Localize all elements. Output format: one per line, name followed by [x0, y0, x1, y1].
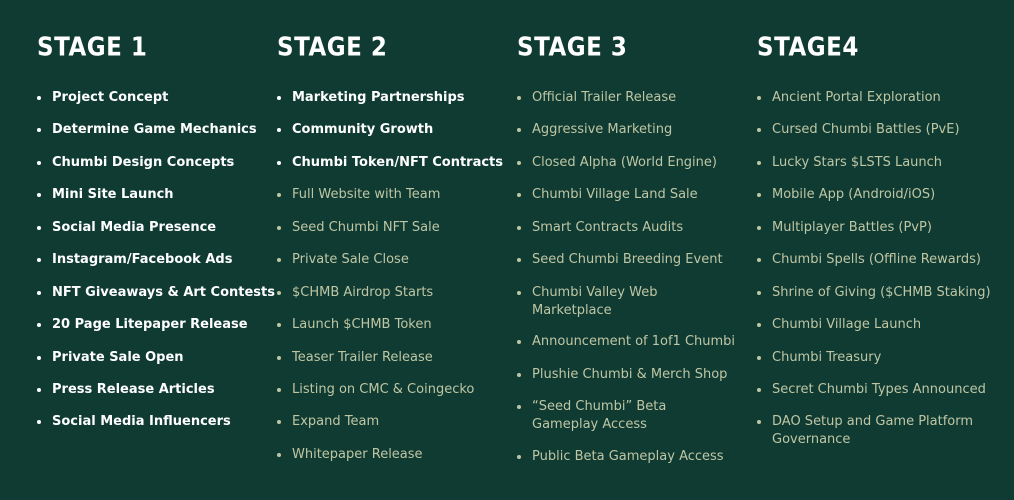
bullet-icon: [37, 193, 41, 197]
bullet-icon: [277, 291, 281, 295]
bullet-icon: [37, 323, 41, 327]
bullet-icon: [757, 323, 761, 327]
bullet-icon: [37, 420, 41, 424]
bullet-icon: [517, 258, 521, 262]
stage-2-title: STAGE 2: [277, 33, 388, 63]
bullet-icon: [277, 226, 281, 230]
bullet-icon: [517, 455, 521, 459]
bullet-icon: [37, 291, 41, 295]
bullet-icon: [757, 388, 761, 392]
stage-4-title: STAGE4: [757, 33, 859, 63]
bullet-icon: [517, 96, 521, 100]
bullet-icon: [757, 258, 761, 262]
bullet-icon: [517, 128, 521, 132]
bullet-icon: [37, 96, 41, 100]
bullet-icon: [277, 323, 281, 327]
bullet-icon: [277, 420, 281, 424]
bullet-icon: [277, 356, 281, 360]
bullet-icon: [517, 161, 521, 165]
bullet-icon: [277, 453, 281, 457]
bullet-icon: [757, 420, 761, 424]
bullet-icon: [37, 161, 41, 165]
stage-3-title: STAGE 3: [517, 33, 628, 63]
bullet-icon: [517, 226, 521, 230]
bullet-icon: [757, 226, 761, 230]
bullet-icon: [37, 128, 41, 132]
bullet-icon: [517, 291, 521, 295]
bullet-icon: [277, 193, 281, 197]
bullet-icon: [37, 258, 41, 262]
bullet-icon: [757, 128, 761, 132]
bullet-icon: [37, 356, 41, 360]
bullet-icon: [277, 388, 281, 392]
bullet-icon: [277, 128, 281, 132]
stage-1-title: STAGE 1: [37, 33, 148, 63]
bullet-icon: [37, 226, 41, 230]
bullet-icon: [517, 405, 521, 409]
bullet-icon: [517, 340, 521, 344]
bullet-icon: [277, 96, 281, 100]
bullet-icon: [277, 258, 281, 262]
bullet-icon: [37, 388, 41, 392]
bullet-icon: [517, 373, 521, 377]
bullet-icon: [757, 161, 761, 165]
bullet-icon: [757, 193, 761, 197]
bullet-icon: [757, 291, 761, 295]
bullet-icon: [517, 193, 521, 197]
bullet-icon: [757, 356, 761, 360]
bullet-icon: [757, 96, 761, 100]
bullet-icon: [277, 161, 281, 165]
